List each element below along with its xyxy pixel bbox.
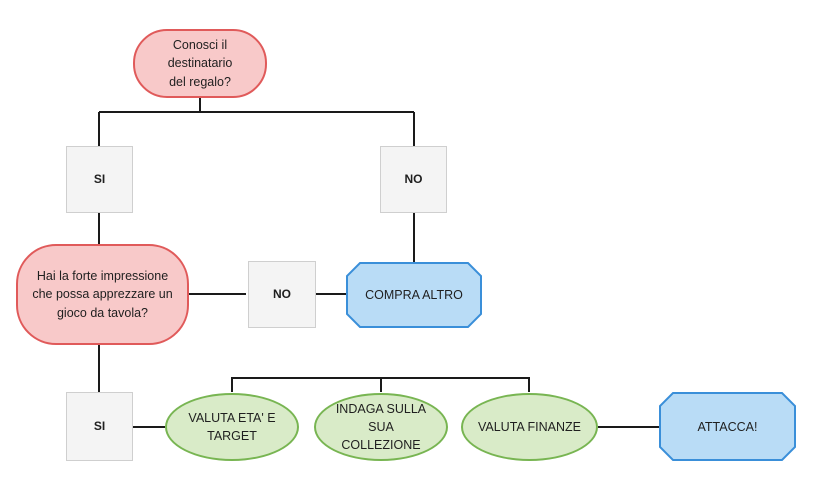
action-check-collection: INDAGA SULLA SUA COLLEZIONE xyxy=(314,393,448,461)
action-evaluate-age-label: VALUTA ETA' E TARGET xyxy=(188,410,276,443)
question-board-game: Hai la forte impressione che possa appre… xyxy=(16,244,189,345)
answer-no-1: NO xyxy=(380,146,447,213)
action-evaluate-age: VALUTA ETA' E TARGET xyxy=(165,393,299,461)
answer-no-1-label: NO xyxy=(404,171,423,186)
terminal-attack: ATTACCA! xyxy=(659,392,796,461)
question-know-recipient: Conosci il destinatario del regalo? xyxy=(133,29,267,98)
terminal-attack-label: ATTACCA! xyxy=(697,419,758,434)
question-board-game-label: Hai la forte impressione che possa appre… xyxy=(32,269,173,320)
action-evaluate-finance: VALUTA FINANZE xyxy=(461,393,598,461)
terminal-buy-other-label: COMPRA ALTRO xyxy=(365,288,463,302)
action-evaluate-finance-label: VALUTA FINANZE xyxy=(477,419,582,434)
connector-q1-branches xyxy=(98,98,415,146)
answer-yes-2-label: SI xyxy=(93,418,106,433)
action-check-collection-label: INDAGA SULLA SUA COLLEZIONE xyxy=(335,401,427,453)
connector-si-actions xyxy=(133,377,659,428)
answer-no-2-label: NO xyxy=(273,286,291,301)
answer-no-2: NO xyxy=(248,261,316,328)
answer-yes-1: SI xyxy=(66,146,133,213)
terminal-buy-other: COMPRA ALTRO xyxy=(346,262,482,328)
question-know-recipient-label: Conosci il destinatario del regalo? xyxy=(167,38,233,89)
answer-yes-2: SI xyxy=(66,392,133,461)
answer-yes-1-label: SI xyxy=(93,171,106,186)
